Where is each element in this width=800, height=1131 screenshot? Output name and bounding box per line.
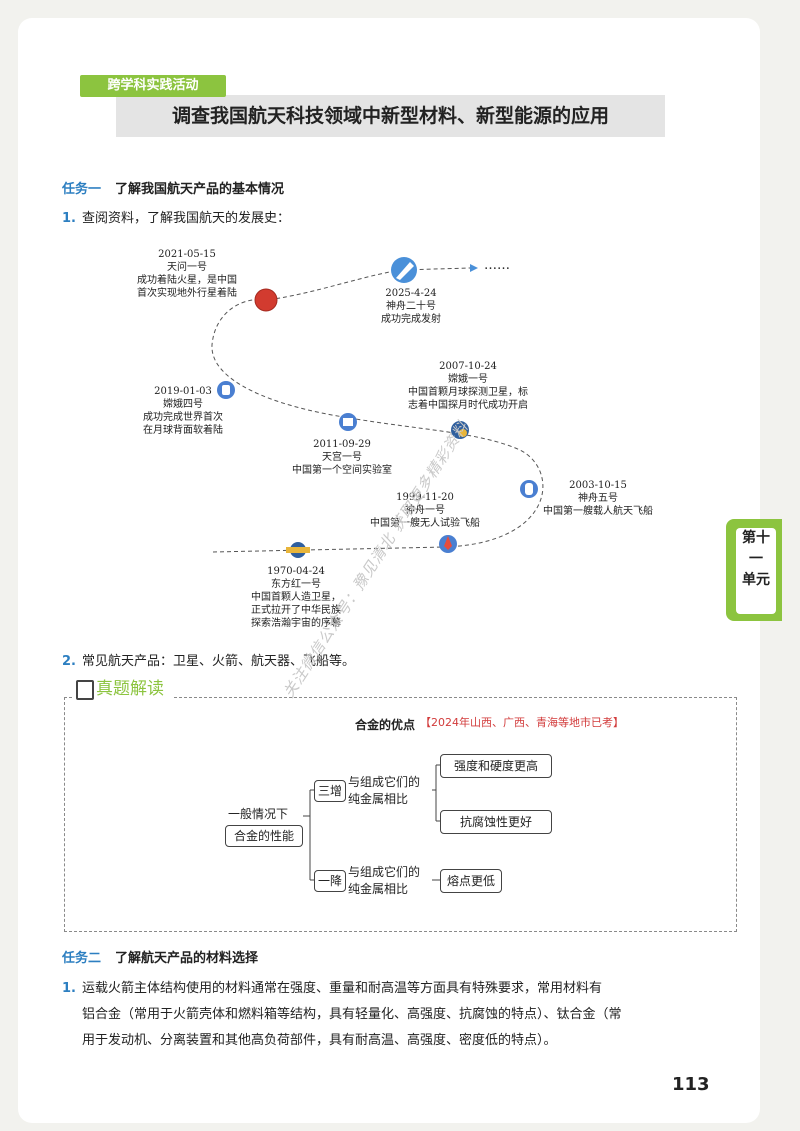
diagram-source: 【2024年山西、广西、青海等地市已考】: [420, 716, 624, 729]
rocket-icon: [439, 535, 457, 553]
timeline-event-2019: 2019-01-03 嫦娥四号 成功完成世界首次 在月球背面软着陆: [143, 386, 223, 436]
task1-item1: 1. 查阅资料，了解我国航天的发展史：: [62, 207, 290, 226]
lunar-lander-icon: [217, 381, 235, 399]
unit-side-tab-inner: [736, 528, 776, 614]
mindmap-leaf-strength: 强度和硬度更高: [440, 754, 552, 778]
unit-side-tab-text: 第十 一 单元: [742, 530, 770, 588]
activity-tag: 跨学科实践活动: [80, 75, 226, 97]
rocket-launch-icon: [391, 257, 417, 283]
task2-title: 了解航天产品的材料选择: [115, 951, 259, 966]
task1-item2-text: 常见航天产品：卫星、火箭、航天器、飞船等。: [81, 654, 355, 669]
space-lab-icon: [339, 413, 357, 431]
mindmap-branch2-text: 与组成它们的 纯金属相比: [348, 865, 421, 896]
exam-interpretation-box: [64, 697, 737, 932]
task2-item1-number: 1.: [62, 981, 76, 996]
task2-item1: 1. 运载火箭主体结构使用的材料通常在强度、重量和耐高温等方面具有特殊要求，常用材…: [62, 976, 742, 1054]
pencil-note-icon: [76, 680, 94, 700]
task2-label: 任务二: [62, 951, 102, 966]
title-background: [116, 95, 665, 137]
mindmap-leaf-corrosion: 抗腐蚀性更好: [440, 810, 552, 834]
satellite-icon: [286, 542, 310, 558]
task2-line3: 用于发动机、分离装置和其他高负荷部件，具有耐高温、高强度、密度低的特点）。: [82, 1033, 557, 1048]
task1-heading: 任务一了解我国航天产品的基本情况: [62, 178, 284, 197]
page-number: 113: [672, 1074, 710, 1095]
spacecraft-icon: [520, 480, 538, 498]
page-sheet: [18, 18, 760, 1123]
mindmap-branch1-text: 与组成它们的 纯金属相比: [348, 775, 421, 806]
task2-line1: 运载火箭主体结构使用的材料通常在强度、重量和耐高温等方面具有特殊要求，常用材料有: [81, 981, 602, 996]
task1-item2: 2. 常见航天产品：卫星、火箭、航天器、飞船等。: [62, 650, 355, 669]
mindmap-root-line: 一般情况下: [228, 807, 289, 821]
task2-heading: 任务二了解航天产品的材料选择: [62, 947, 258, 966]
timeline-event-1999: 1999-11-20 神舟一号 中国第一艘无人试验飞船: [370, 492, 480, 529]
timeline-event-2011: 2011-09-29 天宫一号 中国第一个空间实验室: [292, 439, 392, 476]
lunar-satellite-icon: [451, 421, 469, 439]
timeline-ellipsis: ……: [484, 258, 510, 273]
arrow-head-icon: [470, 264, 478, 272]
task2-line2: 铝合金（常用于火箭壳体和燃料箱等结构，具有轻量化、高强度、抗腐蚀的特点）、钛合金…: [82, 1007, 622, 1022]
mindmap-branch-increase: 三增: [314, 780, 346, 802]
timeline-event-2025: 2025-4-24 神舟二十号 成功完成发射: [381, 288, 441, 325]
mindmap-leaf-melting: 熔点更低: [440, 869, 502, 893]
task1-item1-number: 1.: [62, 211, 76, 226]
mars-icon: [254, 288, 278, 312]
mindmap-root-box: 合金的性能: [225, 825, 303, 847]
task1-title: 了解我国航天产品的基本情况: [115, 182, 285, 197]
timeline-event-1970: 1970-04-24 东方红一号 中国首颗人造卫星， 正式拉开了中华民族 探索浩…: [251, 566, 341, 629]
task1-item1-text: 查阅资料，了解我国航天的发展史：: [81, 211, 290, 226]
task1-item2-number: 2.: [62, 654, 76, 669]
mindmap-branch-decrease: 一降: [314, 870, 346, 892]
timeline-event-2021: 2021-05-15 天问一号 成功着陆火星，是中国 首次实现地外行星着陆: [137, 249, 237, 299]
timeline-event-2007: 2007-10-24 嫦娥一号 中国首颗月球探测卫星，标 志着中国探月时代成功开…: [408, 361, 528, 411]
task1-label: 任务一: [62, 182, 102, 197]
timeline-event-2003: 2003-10-15 神舟五号 中国第一艘载人航天飞船: [543, 480, 653, 517]
page-title: 调查我国航天科技领域中新型材料、新型能源的应用: [171, 105, 609, 127]
diagram-title: 合金的优点: [355, 718, 416, 732]
